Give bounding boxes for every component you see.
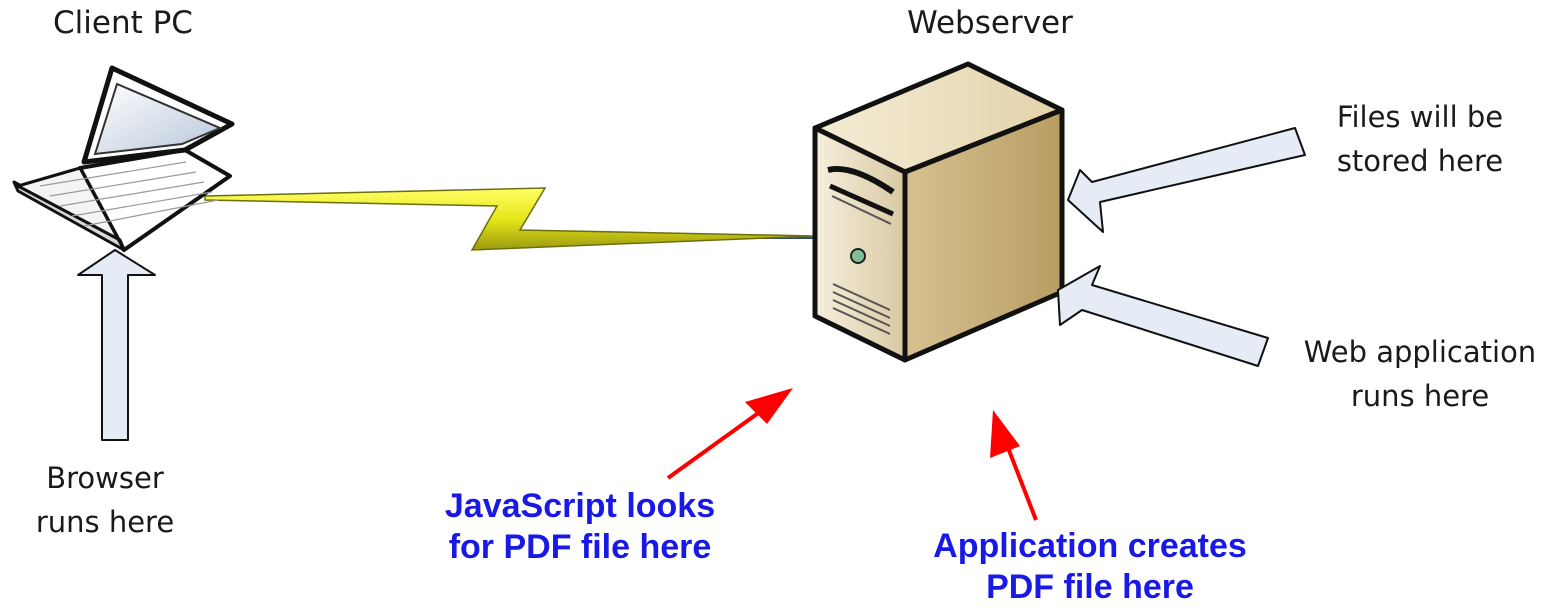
browser-annotation-line1: Browser bbox=[46, 461, 164, 495]
files-annotation-line2: stored here bbox=[1336, 144, 1504, 178]
application-red-arrow bbox=[990, 410, 1038, 521]
webapp-pointer-arrow bbox=[1057, 265, 1269, 367]
files-annotation-line1: Files will be bbox=[1336, 100, 1504, 134]
javascript-red-arrow bbox=[666, 388, 793, 480]
javascript-annotation-line2: for PDF file here bbox=[448, 528, 712, 566]
browser-annotation: Browser runs here bbox=[20, 456, 190, 544]
browser-annotation-line2: runs here bbox=[35, 505, 175, 539]
webapp-annotation: Web application runs here bbox=[1272, 330, 1568, 418]
application-annotation: Application creates PDF file here bbox=[870, 526, 1310, 608]
javascript-annotation: JavaScript looks for PDF file here bbox=[390, 486, 770, 568]
webapp-annotation-line2: runs here bbox=[1350, 379, 1490, 413]
laptop-icon bbox=[12, 65, 235, 252]
browser-pointer-arrow bbox=[77, 249, 156, 441]
client-pc-title: Client PC bbox=[53, 5, 193, 41]
javascript-annotation-line1: JavaScript looks bbox=[444, 487, 716, 525]
files-annotation: Files will be stored here bbox=[1300, 95, 1540, 183]
server-tower-icon bbox=[812, 61, 1065, 363]
lightning-bolt-icon bbox=[204, 187, 816, 251]
application-annotation-line1: Application creates bbox=[933, 527, 1247, 565]
webapp-annotation-line1: Web application bbox=[1303, 335, 1537, 369]
webserver-title: Webserver bbox=[907, 5, 1073, 41]
files-pointer-arrow bbox=[1067, 127, 1306, 233]
application-annotation-line2: PDF file here bbox=[986, 568, 1194, 606]
